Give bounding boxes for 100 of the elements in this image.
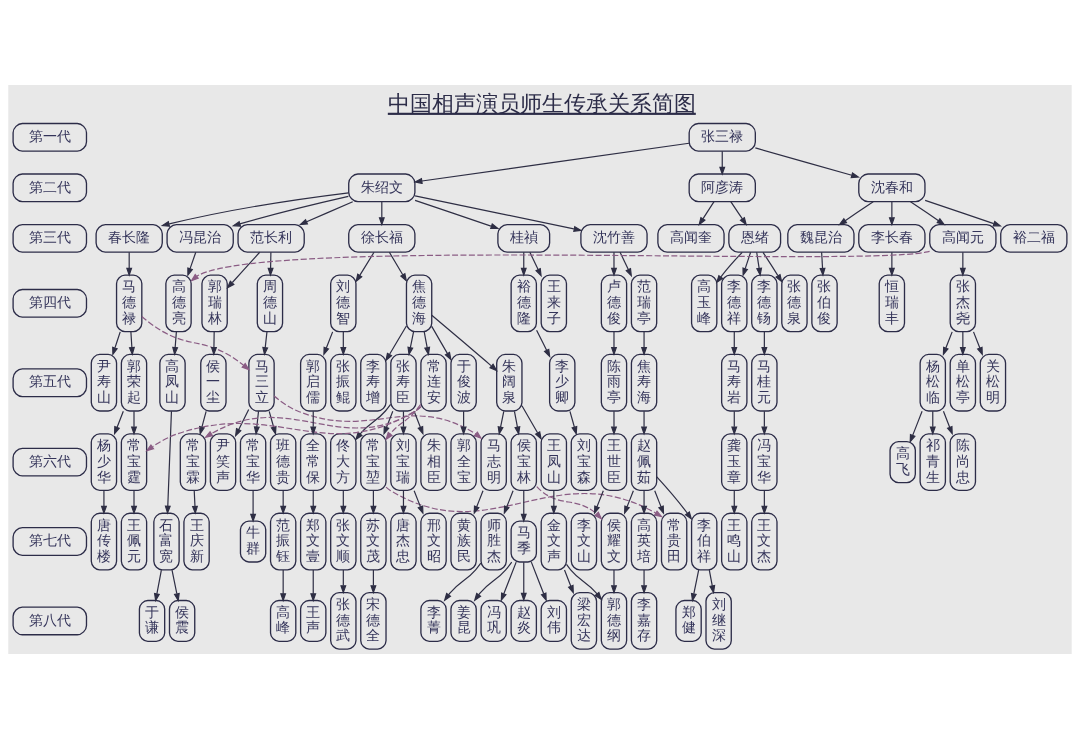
node-box: 祁青生 (919, 432, 947, 491)
arrow (187, 251, 197, 277)
arrow (273, 394, 483, 439)
node-box: 张文顺 (330, 512, 357, 570)
node-box: 沈春和 (858, 172, 926, 202)
node-box: 高闻奎 (657, 223, 725, 253)
arrow (385, 324, 407, 362)
arrow (113, 410, 124, 435)
node-box: 赵佩茹 (630, 432, 658, 491)
node-box: 佟大方 (330, 432, 357, 491)
arrow (888, 251, 896, 277)
node-box: 尹寿山 (90, 353, 118, 412)
node-box: 郭全宝 (450, 432, 477, 491)
arrow (500, 561, 517, 602)
arrow (231, 195, 349, 227)
arrow (298, 200, 354, 225)
node-box: 马季 (510, 519, 538, 563)
arrow (565, 563, 603, 601)
node-box: 恩绪 (728, 223, 782, 253)
arrow (249, 489, 257, 523)
node-box: 梁宏达 (570, 591, 598, 650)
node-box: 张德武 (330, 591, 357, 650)
node-box: 黄族民 (450, 512, 477, 570)
arrow (742, 251, 752, 277)
node-box: 范长利 (237, 223, 305, 253)
arrow (563, 569, 574, 594)
node-box: 李少卿 (548, 353, 576, 412)
node-box: 焦寿海 (630, 353, 658, 412)
node-box: 杨松临 (919, 353, 947, 412)
node-box: 沈竹善 (580, 223, 648, 253)
arrow (924, 199, 1002, 226)
arrow (226, 251, 261, 289)
node-box: 马寿岩 (721, 353, 748, 412)
node-box: 魏昆治 (787, 223, 855, 253)
arrow (204, 405, 422, 438)
arrow (413, 489, 424, 515)
node-box: 第四代 (12, 288, 88, 318)
arrow (569, 410, 578, 435)
arrow (164, 410, 173, 515)
node-box: 常贵田 (660, 512, 688, 570)
node-box: 张伯俊 (811, 273, 838, 332)
diagram-title: 中国相声演员师生传承关系简图 (387, 90, 696, 116)
node-box: 李菁 (420, 599, 447, 642)
node-box: 常连安 (420, 353, 447, 412)
node-box: 侯耀文 (600, 512, 628, 570)
node-box: 宋德全 (360, 591, 387, 650)
arrow (383, 410, 394, 435)
node-box: 范瑞亭 (630, 273, 658, 332)
node-box: 春长隆 (95, 223, 163, 253)
arrow (423, 330, 431, 356)
node-box: 王世臣 (600, 432, 628, 491)
arrow (130, 489, 138, 515)
arrow (431, 325, 452, 361)
arrow (171, 569, 180, 602)
arrow (698, 200, 715, 226)
arrow (909, 200, 946, 225)
node-box: 刘宝瑞 (390, 432, 417, 491)
node-box: 桂禎 (497, 223, 551, 253)
node-box: 赵炎 (510, 599, 538, 642)
node-box: 常宝华 (239, 432, 267, 491)
arrow (354, 403, 392, 441)
node-box: 第五代 (12, 367, 88, 397)
node-box: 侯震 (168, 599, 196, 642)
arrow (355, 251, 375, 283)
arrow (610, 569, 618, 594)
node-box: 于俊波 (450, 353, 477, 412)
node-box: 朱绍文 (348, 172, 416, 202)
arrow (624, 489, 634, 515)
node-box: 王庆新 (183, 512, 210, 570)
arrow (529, 251, 542, 277)
node-box: 第七代 (12, 526, 88, 556)
arrow (909, 410, 923, 443)
node-box: 高峰 (269, 599, 297, 642)
node-box: 师胜杰 (480, 512, 507, 570)
node-box: 刘伟 (540, 599, 568, 642)
arrow (520, 489, 527, 523)
node-box: 冯巩 (480, 599, 507, 642)
node-box: 金文声 (540, 512, 568, 570)
node-box: 姜昆 (450, 599, 477, 642)
node-box: 牛群 (239, 519, 267, 563)
arrow (690, 569, 700, 602)
arrow (473, 561, 513, 602)
arrow (414, 199, 500, 229)
node-box: 裕二福 (1000, 223, 1068, 253)
arrow (536, 329, 551, 358)
arrow (130, 410, 138, 435)
node-box: 范振钰 (269, 512, 297, 570)
node-box: 张杰尧 (949, 273, 977, 332)
node-box: 裕德隆 (510, 273, 538, 332)
node-box: 第三代 (12, 223, 88, 253)
node-box: 苏文茂 (360, 512, 387, 570)
node-box: 班德贵 (269, 432, 297, 491)
arrow (520, 561, 527, 602)
arrow (656, 475, 693, 520)
arrow (610, 410, 618, 435)
node-box: 周德山 (256, 273, 284, 332)
node-box: 高凤山 (159, 353, 186, 412)
arrow (443, 562, 482, 602)
arrow (199, 410, 207, 435)
node-box: 徐长福 (348, 223, 416, 253)
